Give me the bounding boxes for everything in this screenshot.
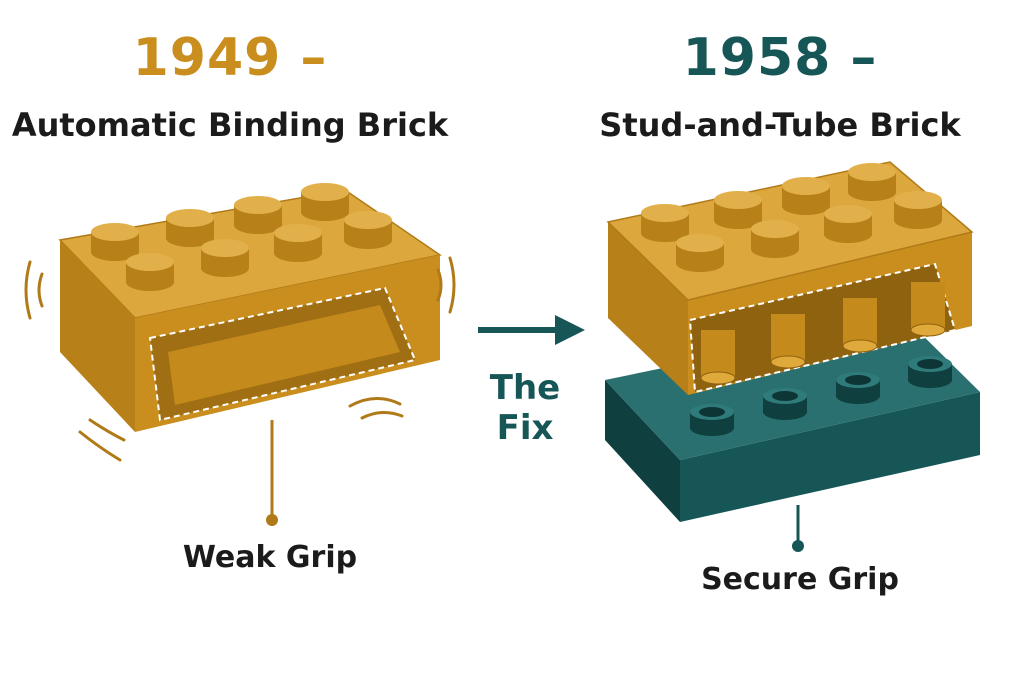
teal-studs: [690, 356, 952, 436]
wobble-marks: [24, 256, 456, 462]
left-studs: [91, 183, 392, 291]
right-year-heading: 1958 –: [682, 28, 878, 88]
left-year-heading: 1949 –: [132, 28, 328, 88]
left-brick-title: Automatic Binding Brick: [11, 106, 449, 144]
secure-grip-label: Secure Grip: [701, 562, 899, 597]
stud-and-tube-brick: [605, 161, 980, 552]
right-brick-title: Stud-and-Tube Brick: [599, 106, 961, 144]
fix-arrow: [478, 315, 585, 345]
automatic-binding-brick: [24, 183, 456, 526]
right-studs: [641, 163, 942, 272]
weak-grip-label: Weak Grip: [182, 540, 358, 575]
the-fix-label: The Fix: [489, 368, 561, 448]
gold-tubes: [700, 282, 946, 385]
